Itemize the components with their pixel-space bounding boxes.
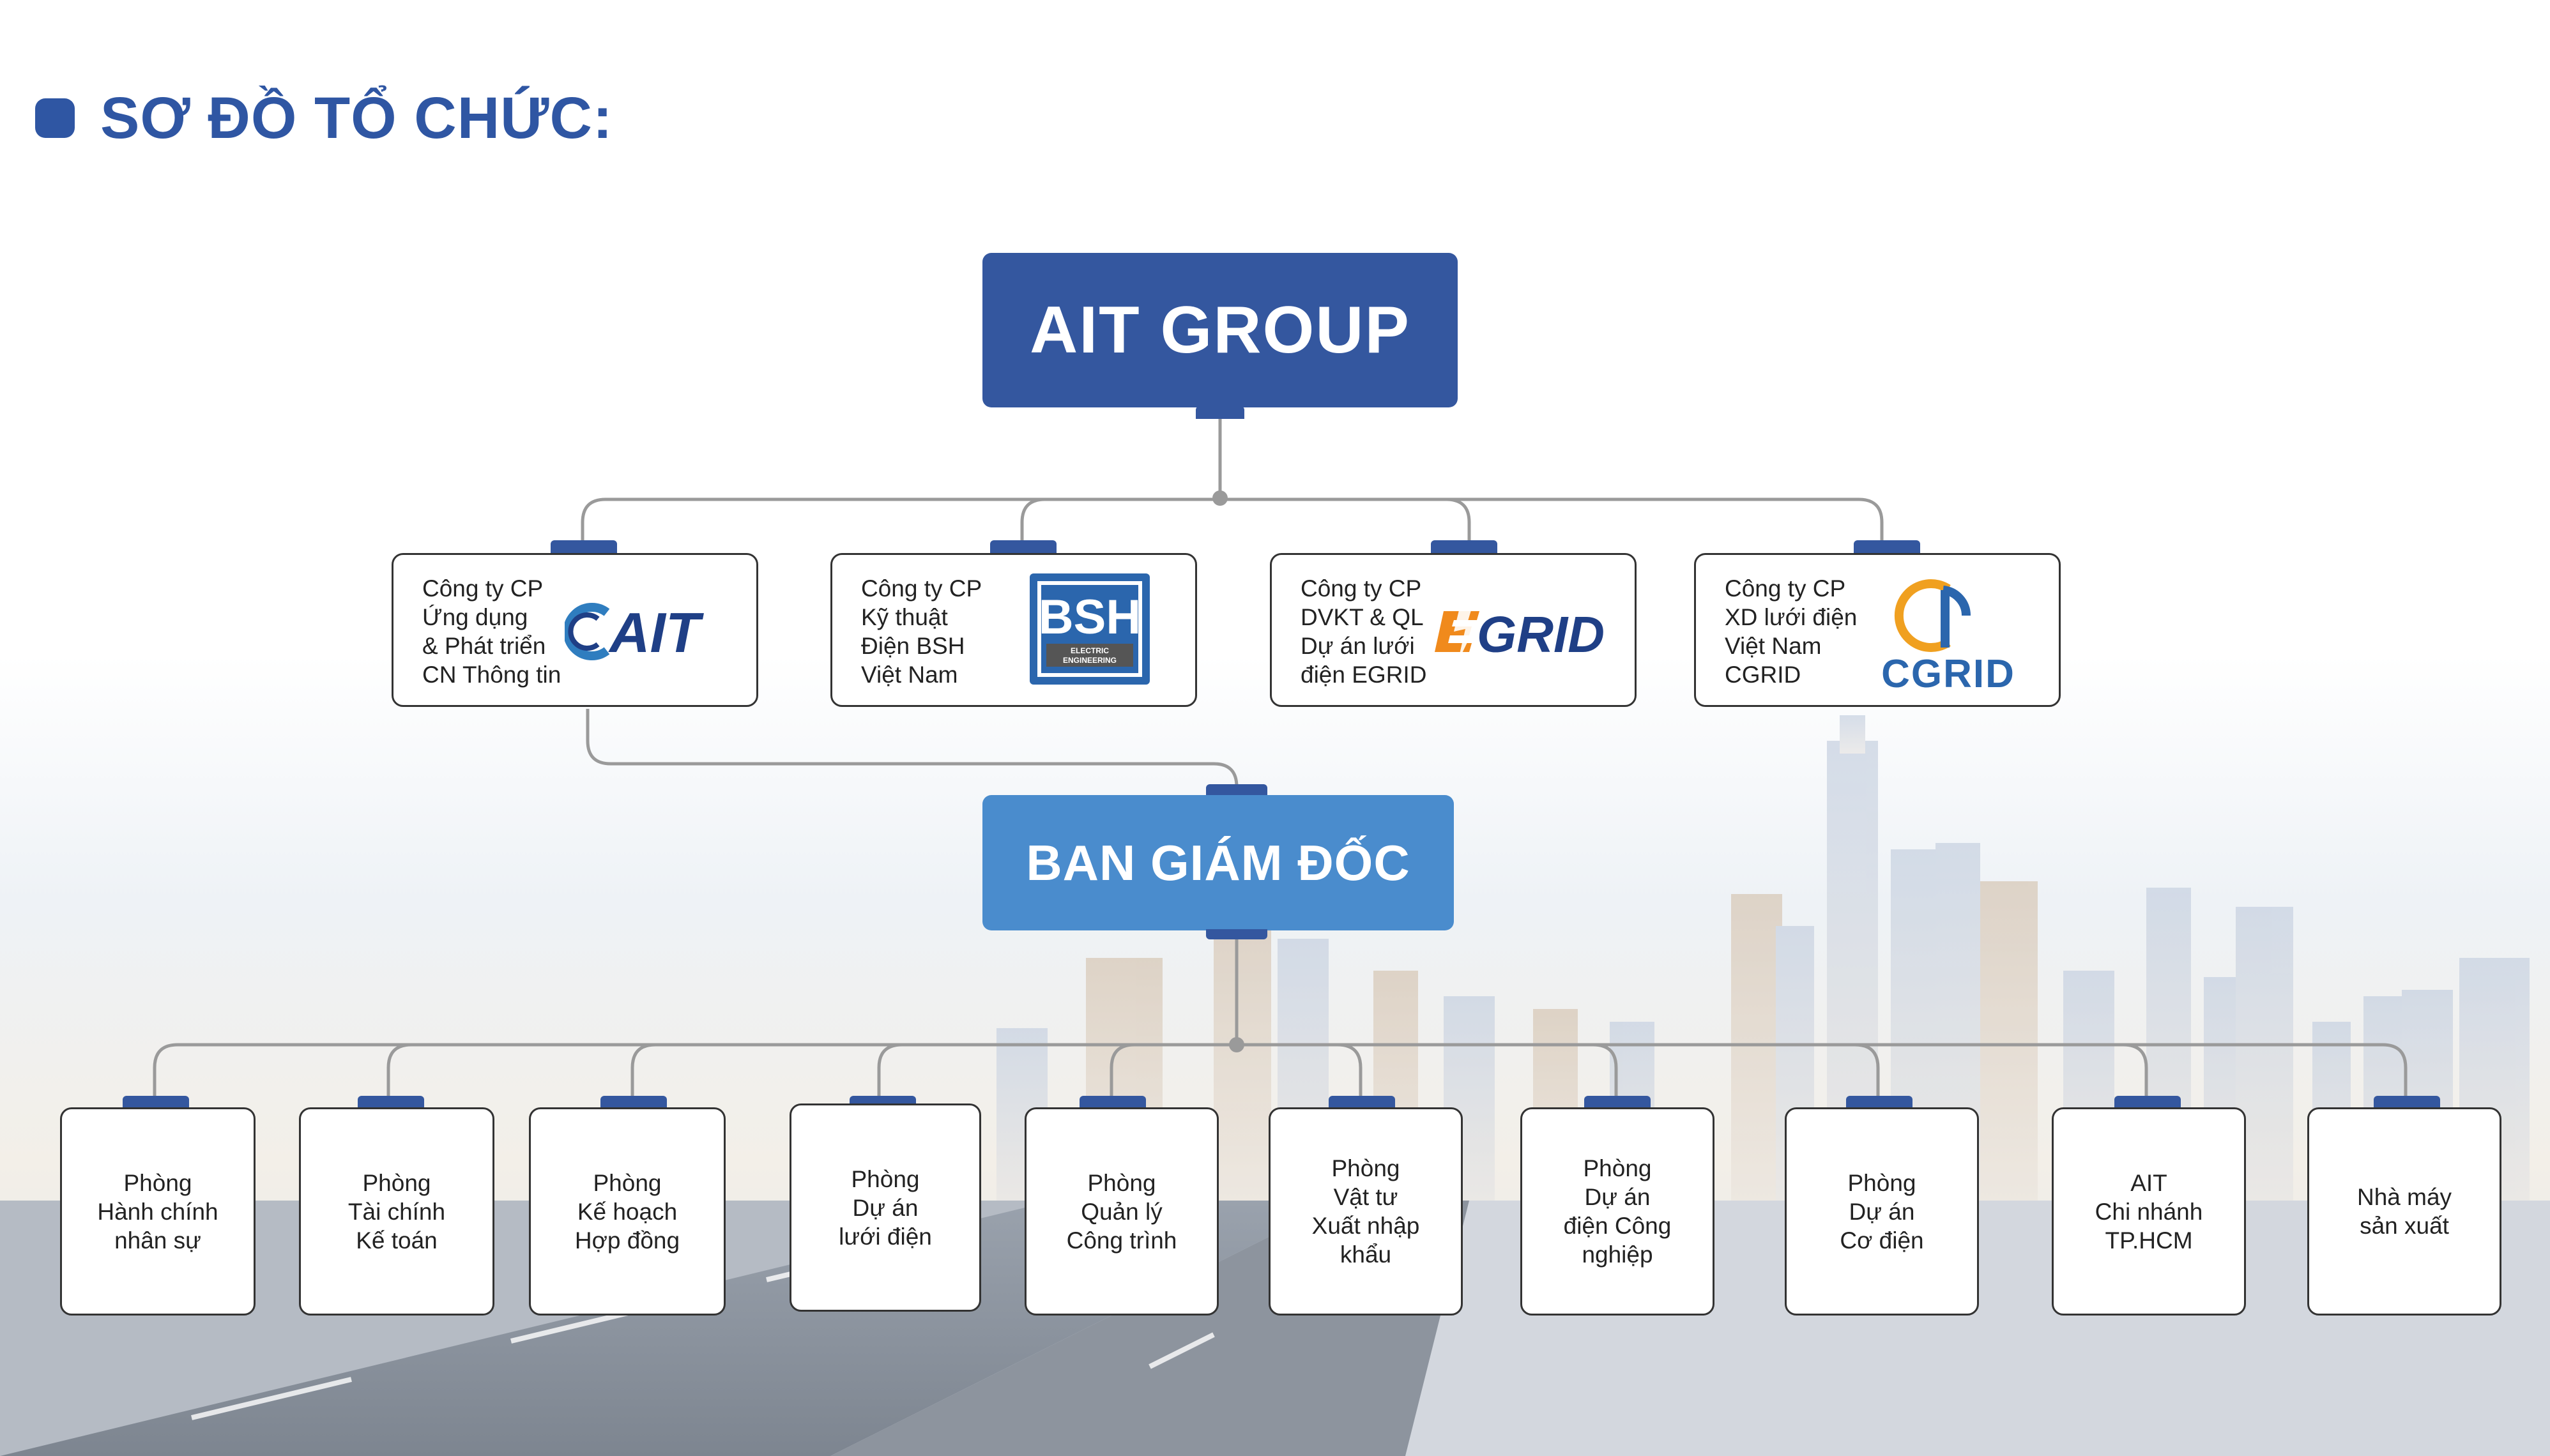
dept-text-line: Xuất nhập <box>1311 1213 1420 1239</box>
company-description: Công ty CP Ứng dụng & Phát triển CN Thôn… <box>422 574 639 689</box>
svg-text:ENGINEERING: ENGINEERING <box>1063 656 1117 665</box>
dept-connector-tab <box>358 1096 424 1109</box>
ait-logo-icon: AIT <box>563 593 744 670</box>
dept-node[interactable]: Nhà máy sản xuất <box>2307 1107 2501 1316</box>
dept-text-line: Phòng <box>123 1169 192 1196</box>
root-node[interactable]: AIT GROUP <box>982 253 1458 407</box>
company-text-line: CN Thông tin <box>422 662 561 688</box>
dept-text-line: Phòng <box>1583 1155 1652 1181</box>
dept-text-line: Cơ điện <box>1840 1227 1924 1254</box>
egrid-logo-icon: GRID <box>1435 593 1620 670</box>
root-node-label: AIT GROUP <box>1030 292 1410 367</box>
company-node-ait[interactable]: Công ty CP Ứng dụng & Phát triển CN Thôn… <box>392 553 758 707</box>
page-title: SƠ ĐỒ TỔ CHỨC: <box>35 77 613 160</box>
cgrid-logo-icon: CGRID <box>1859 571 2050 699</box>
company-connector-tab <box>990 540 1057 553</box>
company-text-line: Công ty CP <box>1725 575 1846 602</box>
company-text-line: Ứng dụng <box>422 604 528 630</box>
dept-text-line: lưới điện <box>839 1223 932 1250</box>
dept-text-line: Hợp đồng <box>574 1227 680 1254</box>
dept-connector-tab <box>123 1096 189 1109</box>
company-text-line: Dự án lưới <box>1301 633 1415 659</box>
company-text-line: Công ty CP <box>422 575 544 602</box>
dept-text-line: Phòng <box>851 1165 920 1192</box>
company-node-cgrid[interactable]: Công ty CP XD lưới điện Việt Nam CGRID C… <box>1694 553 2061 707</box>
company-connector-tab <box>1854 540 1920 553</box>
dept-connector-tab <box>600 1096 667 1109</box>
dept-text-line: Dự án <box>852 1194 919 1221</box>
page-title-text: SƠ ĐỒ TỔ CHỨC: <box>100 85 613 151</box>
svg-text:GRID: GRID <box>1477 606 1605 663</box>
company-text-line: DVKT & QL <box>1301 604 1424 630</box>
dept-text-line: Phòng <box>1331 1155 1400 1181</box>
company-text-line: XD lưới điện <box>1725 604 1858 630</box>
root-connector-tab <box>1196 406 1244 419</box>
company-text-line: Việt Nam <box>861 662 958 688</box>
dept-text-line: Tài chính <box>347 1198 446 1225</box>
company-description: Công ty CP DVKT & QL Dự án lưới điện EGR… <box>1301 574 1518 689</box>
dept-text-line: Phòng <box>362 1169 431 1196</box>
dept-text-line: Hành chính <box>97 1198 218 1225</box>
board-node[interactable]: BAN GIÁM ĐỐC <box>982 795 1454 930</box>
dept-text-line: Công trình <box>1066 1227 1177 1254</box>
dept-text-line: Vật tư <box>1333 1184 1398 1210</box>
dept-text-line: Phòng <box>1847 1169 1916 1196</box>
dept-text-line: điện Công <box>1563 1213 1672 1239</box>
dept-text-line: nhân sự <box>114 1227 201 1254</box>
board-bottom-tab <box>1206 929 1267 939</box>
bsh-logo-icon: BSH ELECTRIC ENGINEERING <box>1027 571 1152 687</box>
svg-text:ELECTRIC: ELECTRIC <box>1071 646 1109 655</box>
dept-connector-tab <box>2114 1096 2181 1109</box>
dept-connector-tab <box>1080 1096 1146 1109</box>
dept-text-line: sản xuất <box>2360 1213 2449 1239</box>
company-node-egrid[interactable]: Công ty CP DVKT & QL Dự án lưới điện EGR… <box>1270 553 1637 707</box>
company-text-line: Công ty CP <box>861 575 982 602</box>
company-text-line: CGRID <box>1725 662 1801 688</box>
dept-connector-tab <box>2374 1096 2440 1109</box>
company-node-bsh[interactable]: Công ty CP Kỹ thuật Điện BSH Việt Nam BS… <box>830 553 1197 707</box>
dept-text-line: Dự án <box>1849 1198 1915 1225</box>
dept-text-line: khẩu <box>1340 1241 1392 1268</box>
company-text-line: Việt Nam <box>1725 633 1822 659</box>
company-connector-tab <box>1431 540 1497 553</box>
dept-text-line: TP.HCM <box>2105 1227 2193 1254</box>
board-connector-tab <box>1206 784 1267 797</box>
dept-connector-tab <box>1846 1096 1913 1109</box>
company-text-line: điện EGRID <box>1301 662 1427 688</box>
svg-text:BSH: BSH <box>1039 590 1141 644</box>
dept-text-line: AIT <box>2130 1169 2167 1196</box>
company-description: Công ty CP Kỹ thuật Điện BSH Việt Nam <box>861 574 1078 689</box>
svg-text:CGRID: CGRID <box>1881 652 2015 696</box>
company-text-line: Kỹ thuật <box>861 604 948 630</box>
dept-text-line: Kế toán <box>356 1227 438 1254</box>
dept-text-line: Phòng <box>593 1169 662 1196</box>
board-node-label: BAN GIÁM ĐỐC <box>1026 834 1410 891</box>
dept-connector-tab <box>1584 1096 1651 1109</box>
title-bullet-icon <box>35 98 75 138</box>
company-text-line: & Phát triển <box>422 633 546 659</box>
dept-text-line: Dự án <box>1584 1184 1651 1210</box>
dept-text-line: Nhà máy <box>2356 1184 2452 1210</box>
dept-text-line: Quản lý <box>1081 1198 1163 1225</box>
dept-text-line: nghiệp <box>1582 1241 1653 1268</box>
dept-text-line: Kế hoạch <box>577 1198 678 1225</box>
dept-connector-tab <box>1329 1096 1395 1109</box>
company-connector-tab <box>551 540 617 553</box>
dept-text-line: Phòng <box>1087 1169 1156 1196</box>
dept-text-line: Chi nhánh <box>2095 1198 2203 1225</box>
company-description: Công ty CP XD lưới điện Việt Nam CGRID <box>1725 574 1942 689</box>
svg-text:AIT: AIT <box>608 601 704 664</box>
company-text-line: Điện BSH <box>861 633 965 659</box>
company-text-line: Công ty CP <box>1301 575 1422 602</box>
